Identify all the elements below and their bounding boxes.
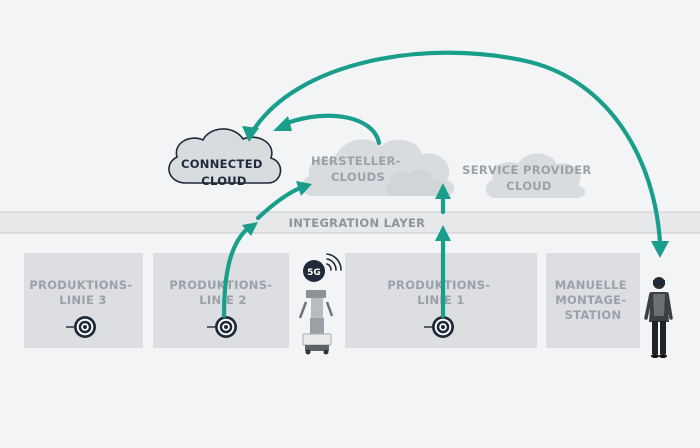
arrowhead (242, 222, 258, 236)
arrow-hersteller-to-connected (284, 113, 382, 146)
connected-cloud: CONNECTED CLOUD (168, 128, 282, 188)
5g-badge-label: 5G (307, 268, 321, 278)
data-flow-arrows (221, 50, 669, 319)
service-provider-cloud: SERVICE PROVIDER CLOUD (462, 153, 596, 198)
connected-cloud-label: CONNECTED CLOUD (181, 157, 267, 188)
arrowhead (435, 225, 451, 241)
wifi-signal-icon (326, 253, 342, 271)
station-box-manuelle-montage (546, 253, 640, 348)
label-manuelle-montage: MANUELLE MONTAGE- STATION (555, 278, 631, 322)
label-linie-3: PRODUKTIONS- LINIE 3 (29, 278, 136, 307)
arrow-layer-to-hersteller (255, 185, 303, 221)
arrowhead (242, 126, 259, 142)
integration-layer: INTEGRATION LAYER (0, 211, 700, 234)
person-vr-headset-icon (644, 277, 673, 358)
arrowhead (296, 181, 312, 196)
hersteller-clouds: HERSTELLER- CLOUDS (301, 139, 455, 196)
arrowhead (651, 241, 669, 258)
robot-icon: 5G (298, 253, 342, 355)
arrow-linie2-to-layer (221, 226, 250, 319)
arrowhead (273, 116, 292, 131)
label-linie-1: PRODUKTIONS- LINIE 1 (387, 278, 494, 307)
service-provider-cloud-label: SERVICE PROVIDER CLOUD (462, 163, 596, 193)
integration-layer-label: INTEGRATION LAYER (289, 216, 426, 230)
hersteller-clouds-label: HERSTELLER- CLOUDS (311, 154, 405, 184)
5g-badge (303, 260, 325, 282)
arrow-connected-to-montage (248, 50, 663, 246)
arrowhead (435, 183, 451, 199)
